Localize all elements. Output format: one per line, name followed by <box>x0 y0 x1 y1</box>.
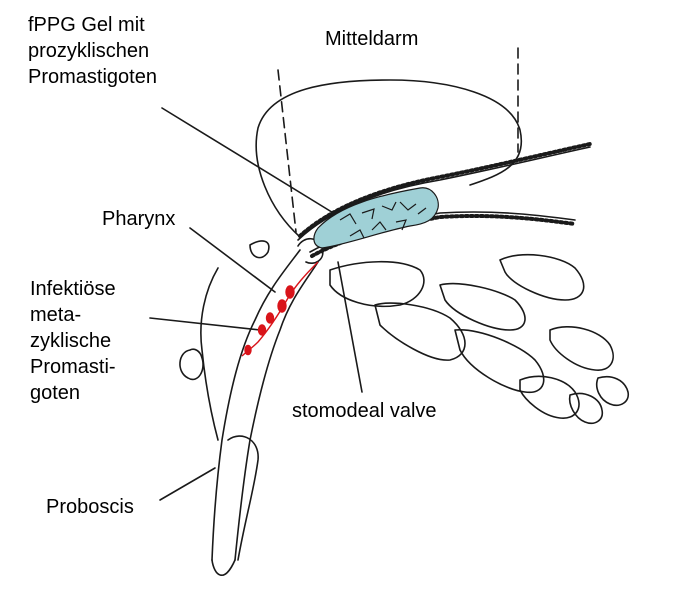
label-mitteldarm: Mitteldarm <box>325 26 418 52</box>
label-pharynx: Pharynx <box>102 206 175 232</box>
leader-fppg <box>162 108 335 214</box>
antenna-segment-1 <box>330 262 424 307</box>
leader-proboscis <box>160 468 215 500</box>
antenna-segment-8 <box>570 393 603 423</box>
antenna-segment-4 <box>455 330 544 393</box>
fppg-gel-region <box>314 188 438 248</box>
proboscis-tip <box>212 560 235 575</box>
label-infektioese: Infektiöse meta- zyklische Promasti- got… <box>30 276 116 406</box>
label-fppg-gel: fPPG Gel mit prozyklischen Promastigoten <box>28 12 157 90</box>
eye-outline <box>180 349 203 379</box>
neck-outline <box>250 241 269 258</box>
label-stomodeal-valve: stomodeal valve <box>292 398 437 424</box>
antenna-segment-5 <box>500 255 584 300</box>
antenna-segment-9 <box>597 377 629 405</box>
label-proboscis: Proboscis <box>46 494 134 520</box>
antenna-segment-3 <box>440 284 525 330</box>
leader-pharynx <box>190 228 275 292</box>
antenna-segment-2 <box>375 303 465 360</box>
proboscis-sheath <box>228 436 258 560</box>
leader-infektioese <box>150 318 260 330</box>
leader-stomodeal <box>338 262 362 392</box>
antenna-segment-7 <box>550 327 613 370</box>
head-lower-outline <box>201 268 218 440</box>
